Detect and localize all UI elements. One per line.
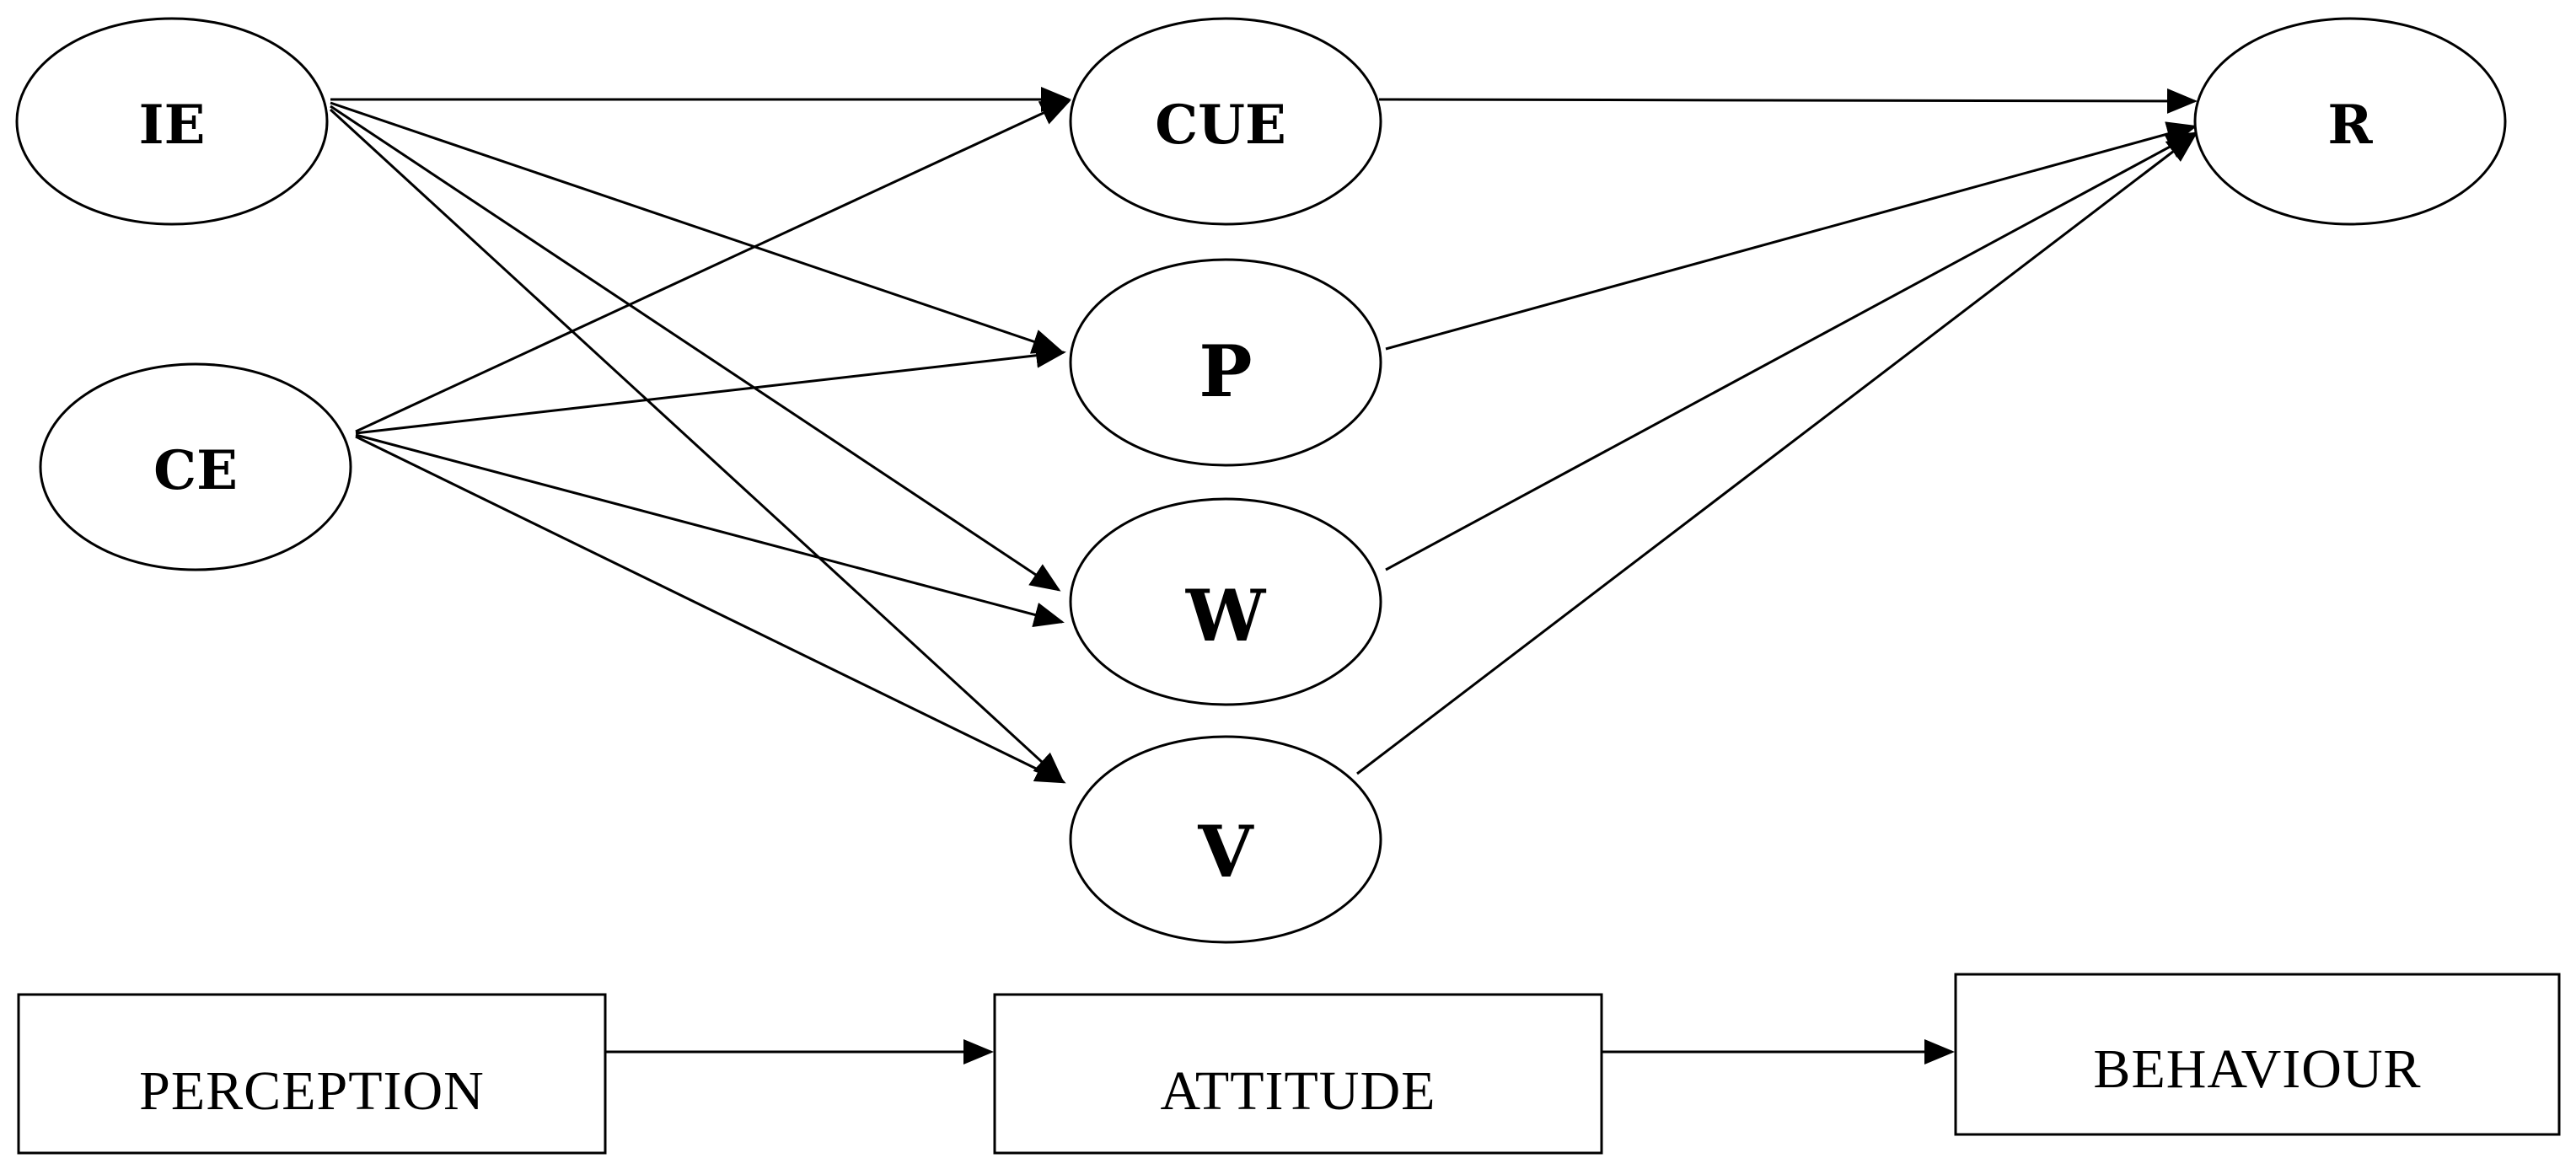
edge-w-r xyxy=(1385,131,2198,571)
edge-p-r xyxy=(1385,121,2198,351)
node-ie-label: IE xyxy=(139,94,206,157)
edge-ce-p xyxy=(355,342,1066,435)
edge-ce-cue xyxy=(355,99,1071,433)
edge-ie-v xyxy=(329,108,1065,783)
node-w: W xyxy=(1069,497,1382,706)
node-p: P xyxy=(1069,258,1382,467)
stage-attitude: ATTITUDE xyxy=(993,993,1603,1155)
edge-cue-r xyxy=(1378,88,2198,114)
edge-ie-p xyxy=(330,101,1063,354)
edge-ce-w xyxy=(355,433,1065,628)
node-ce: CE xyxy=(39,362,352,571)
node-v: V xyxy=(1069,735,1382,944)
stage-perception: PERCEPTION xyxy=(17,993,607,1155)
node-cue-label: CUE xyxy=(1155,94,1286,157)
node-v-label: V xyxy=(1197,810,1254,893)
node-ie: IE xyxy=(15,17,329,226)
edge-ie-w xyxy=(330,105,1061,592)
stage-perception-label: PERCEPTION xyxy=(139,1060,485,1122)
node-ce-label: CE xyxy=(153,439,238,502)
node-w-label: W xyxy=(1185,574,1267,657)
stage-behaviour-label: BEHAVIOUR xyxy=(2093,1038,2421,1100)
edge-ce-v xyxy=(355,435,1066,784)
node-r: R xyxy=(2193,17,2507,226)
stage-behaviour: BEHAVIOUR xyxy=(1954,973,2561,1136)
edge-v-r xyxy=(1356,133,2198,775)
stage-attitude-label: ATTITUDE xyxy=(1161,1060,1436,1122)
node-cue: CUE xyxy=(1069,17,1382,226)
node-p-label: P xyxy=(1199,330,1252,413)
node-r-label: R xyxy=(2327,94,2373,157)
